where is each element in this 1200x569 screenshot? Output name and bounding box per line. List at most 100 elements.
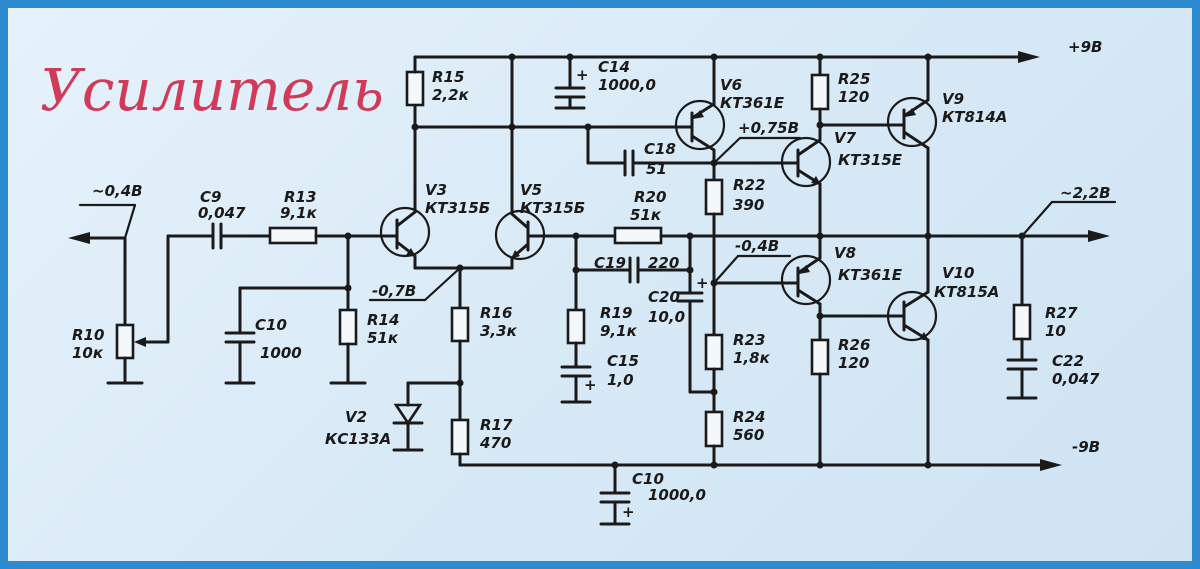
c14-capacitor-group: + C14 1000,0	[554, 53, 656, 110]
r22-resistor	[704, 178, 724, 216]
c9-name: C9	[200, 188, 221, 206]
r27-resistor	[1012, 303, 1032, 341]
r27-value: 10	[1045, 322, 1066, 340]
v5-transistor	[494, 209, 578, 261]
c18-name: C18	[644, 140, 676, 158]
v8-base-voltage-label: -0,4В	[735, 237, 779, 255]
output-lower: V8 КТ361Е R26 120 V10 КТ815А	[712, 234, 999, 469]
v2-value: КС133А	[325, 430, 391, 448]
input-level-label: ~0,4В	[92, 182, 143, 200]
r23-value: 1,8к	[733, 349, 771, 367]
r19-name: R19	[600, 304, 632, 322]
r13-name: R13	[284, 188, 316, 206]
c18-capacitor-group: C18 51	[584, 123, 716, 178]
c10a-value: 1000	[260, 344, 302, 362]
v2-name: V2	[345, 408, 367, 426]
c22-name: C22	[1052, 352, 1084, 370]
c20-value: 10,0	[648, 308, 685, 326]
r15-resistor	[405, 70, 425, 107]
r20-name: R20	[634, 188, 666, 206]
c18-value: 51	[646, 160, 667, 178]
v10-value: КТ815А	[934, 283, 999, 301]
svg-text:+: +	[584, 376, 597, 394]
v6-collector-voltage-label: +0,75В	[738, 119, 799, 137]
v3-transistor	[376, 206, 431, 258]
feedback-network: R20 51к C19 220 R19 9,1к + C15 1,0 + C20	[560, 188, 1032, 404]
v6-value: КТ361Е	[720, 94, 785, 112]
r13-value: 9,1к	[280, 204, 318, 222]
r14-resistor	[338, 308, 358, 346]
c19-value: 220	[648, 254, 679, 272]
r17-value: 470	[479, 434, 511, 452]
v9-transistor	[886, 96, 938, 150]
c22-value: 0,047	[1052, 370, 1100, 388]
v8-transistor	[712, 254, 832, 306]
v3-value: КТ315Б	[425, 199, 490, 217]
c20-name: C20	[648, 288, 680, 306]
v10-transistor	[886, 290, 938, 342]
positive-rail-label: +9В	[1068, 38, 1102, 56]
svg-text:+: +	[622, 503, 635, 521]
c10b-name: C10	[632, 470, 664, 488]
v8-name: V8	[834, 244, 856, 262]
r24-resistor	[704, 410, 724, 448]
r26-resistor	[810, 338, 830, 376]
r14-value: 51к	[367, 329, 399, 347]
r16-name: R16	[480, 304, 512, 322]
positive-rail: +9В	[413, 38, 1102, 63]
r19-value: 9,1к	[600, 322, 638, 340]
v3-name: V3	[425, 181, 447, 199]
r27-name: R27	[1045, 304, 1078, 322]
c10b-capacitor-group: + C10 1000,0	[599, 461, 706, 526]
svg-text:+: +	[576, 66, 589, 84]
r22-value: 390	[733, 196, 764, 214]
v6-transistor	[674, 99, 726, 152]
v8-value: КТ361Е	[838, 266, 903, 284]
r10-value: 10к	[72, 344, 104, 362]
r24-value: 560	[733, 426, 764, 444]
r25-value: 120	[838, 88, 869, 106]
c15-name: C15	[607, 352, 639, 370]
svg-text:+: +	[696, 274, 709, 292]
c19-name: C19	[594, 254, 626, 272]
v5-value: КТ315Б	[520, 199, 585, 217]
r17-name: R17	[480, 416, 513, 434]
r15-name: R15	[432, 68, 464, 86]
c14-name: C14	[598, 58, 630, 76]
r22-name: R22	[733, 176, 765, 194]
c9-value: 0,047	[198, 204, 246, 222]
negative-rail: -9В	[458, 438, 1100, 471]
output-level-label: ~2,2В	[1060, 184, 1111, 202]
c15-value: 1,0	[607, 371, 634, 389]
c10a-name: C10	[255, 316, 287, 334]
v10-name: V10	[942, 264, 974, 282]
v9-name: V9	[942, 90, 964, 108]
emitter-voltage-label: -0,7В	[372, 282, 416, 300]
r17-resistor	[450, 418, 470, 456]
v6-name: V6	[720, 76, 742, 94]
input-section: ~0,4В R10 10к C9 0,047 R13 9,1к	[68, 182, 399, 385]
c10b-value: 1000,0	[648, 486, 706, 504]
r23-resistor	[704, 333, 724, 371]
r20-resistor	[613, 226, 663, 245]
v2-zener-diode	[393, 403, 423, 426]
v9-value: КТ814А	[942, 108, 1007, 126]
schematic-sheet: Усилитель +9В -9В ~0,4В R10 10к C9	[8, 8, 1192, 561]
r26-name: R26	[838, 336, 870, 354]
r16-value: 3,3к	[480, 322, 518, 340]
r20-value: 51к	[630, 206, 662, 224]
output-upper: R25 120 V7 КТ315Е V9 КТ814А	[712, 53, 1007, 240]
r16-resistor	[450, 306, 470, 343]
schematic-title: Усилитель	[40, 56, 384, 124]
amplifier-schematic: Усилитель +9В -9В ~0,4В R10 10к C9	[40, 38, 1117, 526]
v7-transistor	[712, 136, 832, 188]
r14-name: R14	[367, 311, 399, 329]
r23-name: R23	[733, 331, 765, 349]
negative-rail-label: -9В	[1072, 438, 1100, 456]
r19-resistor	[566, 308, 586, 345]
r25-resistor	[810, 73, 830, 111]
v5-name: V5	[520, 181, 542, 199]
r25-name: R25	[838, 70, 870, 88]
v7-name: V7	[834, 129, 857, 147]
